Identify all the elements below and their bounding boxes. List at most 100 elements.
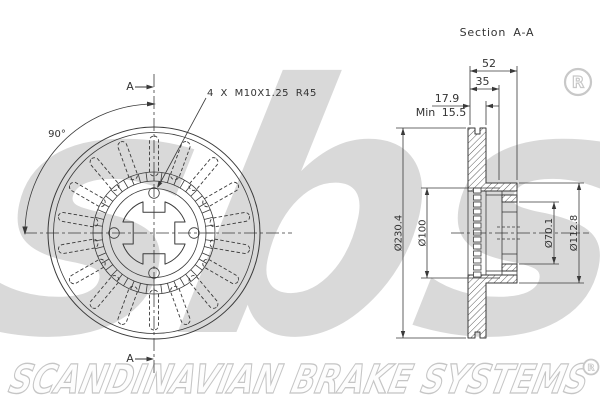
tone-ring-tooth <box>97 252 107 257</box>
section-vane-segment <box>473 236 482 243</box>
tone-ring-tooth <box>201 209 211 214</box>
tone-ring-tooth <box>116 184 123 192</box>
tone-ring-tooth <box>195 264 203 271</box>
tone-ring-tooth <box>160 284 163 294</box>
tone-ring-tooth <box>105 264 113 271</box>
arrowhead <box>146 84 154 90</box>
section-vane-segment <box>473 201 482 208</box>
section-vane-segment <box>473 187 482 194</box>
section-vane-segment <box>473 229 482 236</box>
section-vane-segment <box>473 257 482 264</box>
registered-circle-icon <box>563 67 593 97</box>
tone-ring-tooth <box>160 172 163 182</box>
tagline-watermark: SCANDINAVIAN BRAKE SYSTEMS <box>5 355 594 400</box>
vent-slot <box>170 141 191 181</box>
arrowhead <box>146 356 154 362</box>
tone-ring-tooth <box>137 173 141 183</box>
section-vane-segment <box>473 271 482 278</box>
dim-label-bolt-circle-dia: Ø100 <box>417 220 429 247</box>
tone-ring-tooth <box>167 283 171 293</box>
cut-label: A <box>126 80 134 93</box>
arrowhead <box>157 180 163 188</box>
tone-ring-tooth <box>97 209 107 214</box>
arrowhead <box>22 226 28 235</box>
tone-ring-tooth <box>205 239 215 242</box>
tone-ring-tooth <box>198 202 208 208</box>
vent-slot <box>57 211 99 228</box>
arrowhead <box>463 103 470 109</box>
centre-bore-outline <box>122 201 186 265</box>
tone-ring-tooth <box>94 246 104 250</box>
front-view: 90° 4 X M10X1.25 R45 A A <box>22 74 317 374</box>
tone-ring-tooth <box>94 216 104 220</box>
arrowhead <box>486 103 493 109</box>
bolt-spec-label: 4 X M10X1.25 R45 <box>207 88 317 99</box>
vent-slot <box>170 285 191 325</box>
tone-ring-tooth <box>123 277 129 287</box>
registered-circle-icon <box>582 358 600 376</box>
arrowhead <box>470 68 477 74</box>
vent-slot <box>188 157 219 191</box>
tone-ring-tooth <box>145 172 148 182</box>
tone-ring-tooth <box>93 224 103 227</box>
dim-label-bore-dia: Ø70.1 <box>543 218 555 248</box>
tone-ring-teeth <box>93 172 215 294</box>
arrowhead <box>147 101 156 107</box>
leader-line <box>157 97 207 188</box>
dim-label-35: 35 <box>476 75 490 88</box>
arrowhead <box>576 183 582 190</box>
section-vane-segment <box>473 194 482 201</box>
cut-label: A <box>126 352 134 365</box>
section-flange-upper <box>501 194 518 203</box>
tone-ring-tooth <box>204 246 214 250</box>
vent-slot <box>149 289 159 331</box>
section-title: Section A-A <box>460 26 535 39</box>
tone-ring-tooth <box>173 176 178 186</box>
dim-label-17-9: 17.9 <box>435 92 460 105</box>
tone-ring-tooth <box>167 173 171 183</box>
cut-marker-bottom: A <box>126 352 154 365</box>
tone-ring-tooth <box>179 277 185 287</box>
tone-ring-tooth <box>105 195 113 202</box>
vent-slot <box>209 238 251 255</box>
section-vane-segment <box>473 264 482 271</box>
arrowhead <box>510 68 517 74</box>
tone-ring-tooth <box>173 280 178 290</box>
registered-r-glyph: R <box>572 73 584 92</box>
registered-mark-bottom: R <box>582 358 600 376</box>
section-disc-upper <box>467 127 518 192</box>
dim-label-outer-dia: Ø230.4 <box>393 215 405 252</box>
vent-slot <box>188 275 219 309</box>
tone-ring-tooth <box>190 189 198 197</box>
vent-slot <box>209 211 251 228</box>
angle-label: 90° <box>48 129 66 140</box>
section-vane-segments <box>473 187 482 278</box>
tone-ring-tooth <box>145 284 148 294</box>
tone-ring-tooth <box>110 189 118 197</box>
section-vane-segment <box>473 208 482 215</box>
tone-ring-tooth <box>123 179 129 189</box>
arrowhead <box>551 257 557 264</box>
arrowhead <box>400 128 406 135</box>
vent-slot <box>117 285 138 325</box>
tone-ring-tooth <box>205 224 215 227</box>
watermark: sbs R SCANDINAVIAN BRAKE SYSTEMS R <box>0 13 600 400</box>
vent-slot <box>89 157 120 191</box>
section-vane-segment <box>473 250 482 257</box>
tone-ring-tooth <box>198 258 208 264</box>
tone-ring-tooth <box>130 280 135 290</box>
registered-r-glyph: R <box>588 364 595 374</box>
vent-slot <box>89 275 120 309</box>
vent-slot <box>68 258 106 285</box>
vent-slot <box>117 141 138 181</box>
arrowhead <box>424 271 430 278</box>
section-vane-segment <box>473 222 482 229</box>
vent-slot <box>202 258 240 285</box>
tone-ring-tooth <box>185 184 192 192</box>
tone-ring-tooth <box>204 216 214 220</box>
dim-label-min-15-5: Min 15.5 <box>416 106 467 119</box>
tone-ring-tooth <box>179 179 185 189</box>
tone-ring-tooth <box>100 202 110 208</box>
cut-marker-top: A <box>126 80 154 93</box>
